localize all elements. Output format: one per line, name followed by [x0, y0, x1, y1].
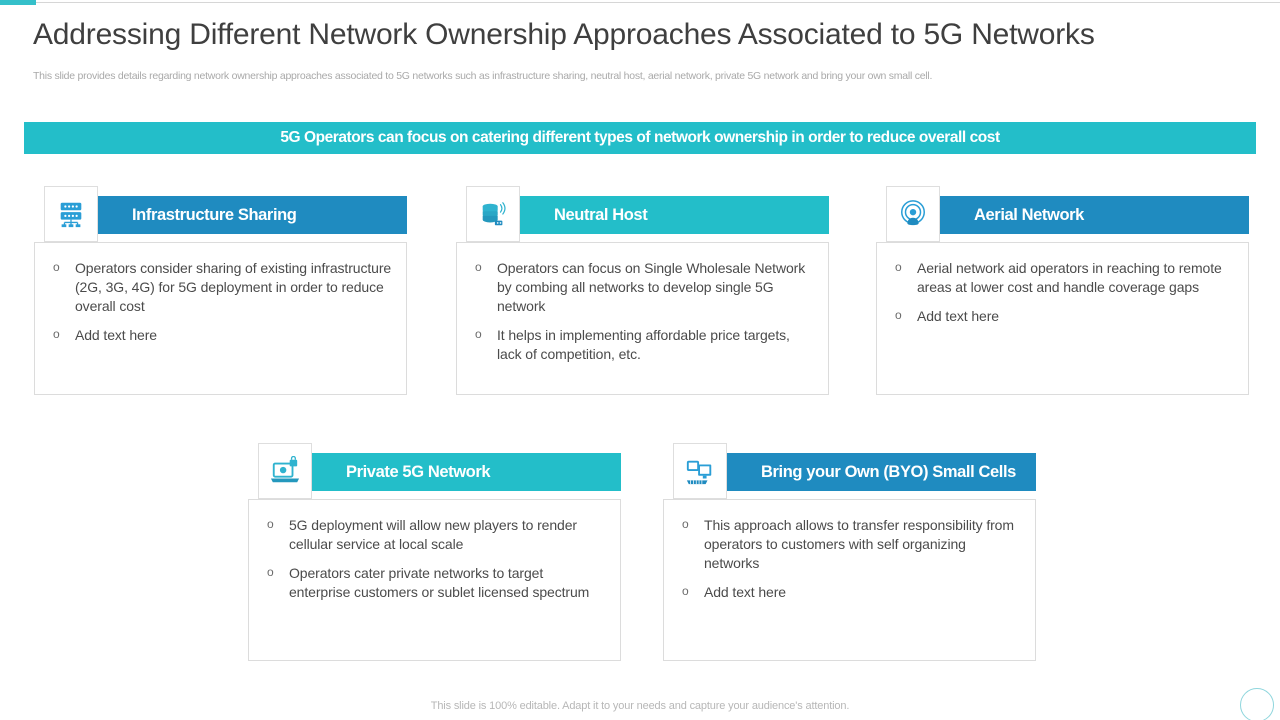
card-header-row: Infrastructure Sharing [34, 186, 407, 242]
page-title: Addressing Different Network Ownership A… [33, 18, 1095, 51]
card-infrastructure-sharing[interactable]: Infrastructure Sharing Operators conside… [34, 186, 407, 395]
card-header-bar: Private 5G Network [308, 453, 621, 491]
bullet-list: This approach allows to transfer respons… [678, 515, 1021, 602]
bullet-list: 5G deployment will allow new players to … [263, 515, 606, 602]
corner-circle-decoration [1240, 688, 1274, 720]
card-icon-container [886, 186, 940, 242]
card-icon-container [258, 443, 312, 499]
card-title: Aerial Network [974, 205, 1084, 224]
card-title: Bring your Own (BYO) Small Cells [761, 462, 1016, 481]
card-header-bar: Aerial Network [936, 196, 1249, 234]
list-item: Add text here [678, 582, 1021, 602]
card-body: Operators can focus on Single Wholesale … [456, 242, 829, 395]
card-private-5g-network[interactable]: Private 5G Network 5G deployment will al… [248, 443, 621, 661]
card-header-row: Private 5G Network [248, 443, 621, 499]
list-item: 5G deployment will allow new players to … [263, 515, 606, 554]
list-item: Operators cater private networks to targ… [263, 563, 606, 602]
card-body: This approach allows to transfer respons… [663, 499, 1036, 661]
list-item: It helps in implementing affordable pric… [471, 325, 814, 364]
card-title: Neutral Host [554, 205, 648, 224]
monitor-devices-icon [685, 456, 715, 486]
card-title: Infrastructure Sharing [132, 205, 297, 224]
card-header-bar: Neutral Host [516, 196, 829, 234]
list-item: Operators can focus on Single Wholesale … [471, 258, 814, 316]
card-body: Operators consider sharing of existing i… [34, 242, 407, 395]
card-header-row: Bring your Own (BYO) Small Cells [663, 443, 1036, 499]
top-left-accent-bar [0, 0, 36, 5]
bullet-list: Operators can focus on Single Wholesale … [471, 258, 814, 364]
card-body: 5G deployment will allow new players to … [248, 499, 621, 661]
card-icon-container [673, 443, 727, 499]
card-header-bar: Bring your Own (BYO) Small Cells [723, 453, 1036, 491]
list-item: Add text here [49, 325, 392, 345]
headline-banner-text: 5G Operators can focus on catering diffe… [280, 129, 1000, 146]
top-divider-line [0, 2, 1280, 3]
card-header-row: Aerial Network [876, 186, 1249, 242]
card-byo-small-cells[interactable]: Bring your Own (BYO) Small Cells This ap… [663, 443, 1036, 661]
broadcast-signal-icon [898, 199, 928, 229]
list-item: Add text here [891, 306, 1234, 326]
card-body: Aerial network aid operators in reaching… [876, 242, 1249, 395]
server-rack-icon [56, 199, 86, 229]
list-item: Operators consider sharing of existing i… [49, 258, 392, 316]
list-item: Aerial network aid operators in reaching… [891, 258, 1234, 297]
card-neutral-host[interactable]: Neutral Host Operators can focus on Sing… [456, 186, 829, 395]
headline-banner: 5G Operators can focus on catering diffe… [24, 122, 1256, 154]
footer-note: This slide is 100% editable. Adapt it to… [430, 700, 850, 712]
card-icon-container [44, 186, 98, 242]
card-title: Private 5G Network [346, 462, 491, 481]
bullet-list: Operators consider sharing of existing i… [49, 258, 392, 345]
bullet-list: Aerial network aid operators in reaching… [891, 258, 1234, 326]
card-icon-container [466, 186, 520, 242]
list-item: This approach allows to transfer respons… [678, 515, 1021, 573]
page-subtitle: This slide provides details regarding ne… [33, 70, 933, 82]
database-antenna-icon [478, 199, 508, 229]
card-header-row: Neutral Host [456, 186, 829, 242]
laptop-lock-icon [270, 456, 300, 486]
card-aerial-network[interactable]: Aerial Network Aerial network aid operat… [876, 186, 1249, 395]
card-header-bar: Infrastructure Sharing [94, 196, 407, 234]
